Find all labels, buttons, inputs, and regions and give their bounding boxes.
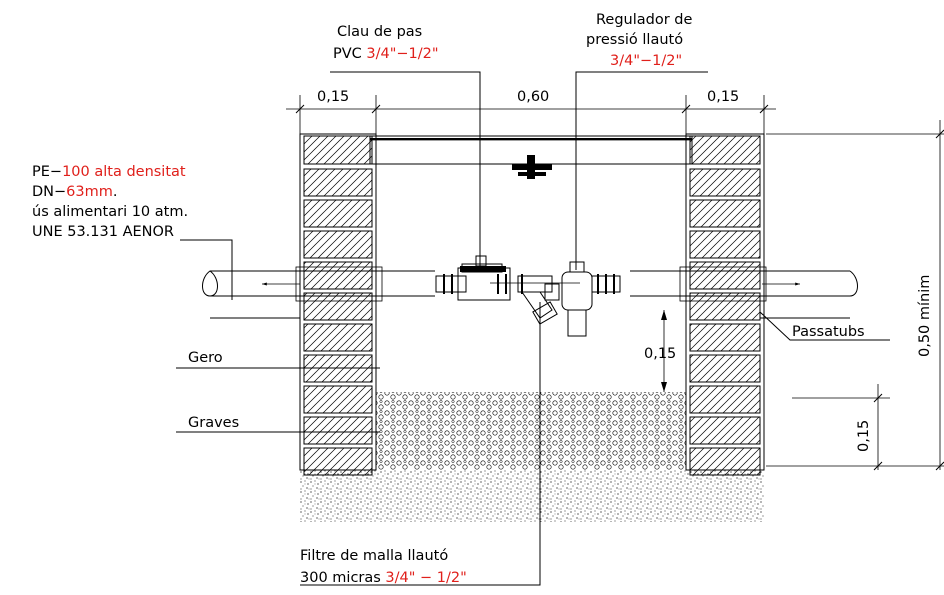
brick — [689, 416, 761, 445]
brick — [303, 168, 373, 197]
pipe-label-line1: PE−100 alta densitat — [32, 164, 186, 180]
brick — [689, 354, 761, 383]
brick — [689, 261, 761, 290]
dim-gravel-depth: 0,15 — [856, 420, 872, 452]
brick — [689, 199, 761, 228]
leader-lines — [176, 71, 890, 586]
pipe-label-line2: DN−63mm. — [32, 184, 117, 200]
mesh-filter — [517, 274, 560, 325]
dim-left-wall: 0,15 — [317, 89, 349, 105]
pressure-regulator — [561, 261, 621, 337]
brick — [303, 447, 373, 476]
soil-fill — [300, 470, 764, 522]
brick — [689, 135, 761, 165]
brick — [689, 447, 761, 476]
supply-pipe — [202, 266, 858, 319]
right-brick-wall — [685, 133, 765, 476]
dim-inner-width: 0,60 — [517, 89, 549, 105]
chamber-lid — [369, 135, 693, 179]
valve-label-line2: PVC 3/4"−1/2" — [333, 46, 439, 62]
brick — [689, 168, 761, 197]
wall-outline — [685, 133, 765, 471]
top-dimension: 0,15 0,60 0,15 — [286, 89, 776, 134]
pipe-height-dimension: 0,15 — [644, 310, 676, 392]
pipe-label-line4: UNE 53.131 AENOR — [32, 224, 174, 240]
brick — [303, 385, 373, 414]
wall-outline — [299, 133, 377, 471]
brick — [689, 385, 761, 414]
depth-dimension: 0,50 mínim 0,15 — [766, 120, 944, 471]
brick — [303, 416, 373, 445]
brick — [303, 135, 373, 165]
ball-valve — [435, 255, 511, 301]
brick — [303, 323, 373, 352]
brick — [303, 261, 373, 290]
dim-depth: 0,50 mínim — [917, 275, 933, 357]
regulator-label-line3: 3/4"−1/2" — [610, 53, 682, 69]
brick — [689, 230, 761, 259]
filter-label-line2: 300 micras 3/4" − 1/2" — [300, 570, 467, 586]
gravel-label: Graves — [188, 415, 239, 431]
gravel-fill — [376, 392, 686, 470]
regulator-label-line2: pressió llautó — [586, 32, 683, 48]
brick-label: Gero — [188, 350, 223, 366]
valve-label-line1: Clau de pas — [337, 24, 422, 40]
regulator-label-line1: Regulador de — [596, 12, 693, 28]
dim-right-wall: 0,15 — [707, 89, 739, 105]
brick — [303, 230, 373, 259]
pipe-label-line3: ús alimentari 10 atm. — [32, 204, 188, 220]
dim-pipe-height: 0,15 — [644, 346, 676, 362]
left-brick-wall — [299, 133, 377, 476]
brick — [303, 199, 373, 228]
brick — [303, 292, 373, 321]
brick — [689, 292, 761, 321]
filter-label-line1: Filtre de malla llautó — [300, 548, 448, 564]
brick — [689, 323, 761, 352]
sleeve-label: Passatubs — [792, 324, 865, 340]
